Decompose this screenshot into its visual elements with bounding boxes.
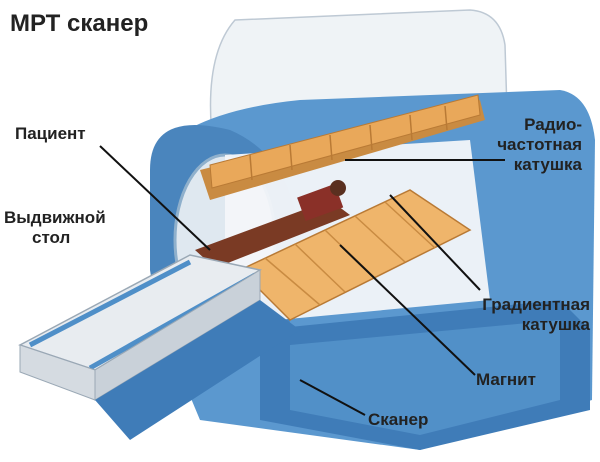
label-gradient-line1: Градиентная	[482, 295, 590, 314]
label-gradient-coil: Градиентная катушка	[482, 295, 590, 335]
label-table-line1: Выдвижной	[4, 208, 106, 227]
gradient-coil	[238, 189, 472, 321]
label-rf-line1: Радио-	[524, 115, 582, 134]
leader-lines	[99, 145, 505, 416]
label-rf-line2: частотная	[497, 135, 582, 154]
label-table: Выдвижной стол	[4, 208, 106, 248]
label-scanner: Сканер	[368, 410, 429, 429]
label-table-line2: стол	[32, 228, 71, 247]
label-rf-coil: Радио- частотная катушка	[497, 115, 582, 175]
label-gradient-line2: катушка	[521, 315, 590, 334]
label-magnet: Магнит	[476, 370, 536, 389]
label-rf-line3: катушка	[513, 155, 582, 174]
label-patient: Пациент	[15, 124, 86, 143]
table-base	[95, 300, 300, 440]
diagram-title: МРТ сканер	[10, 10, 149, 37]
